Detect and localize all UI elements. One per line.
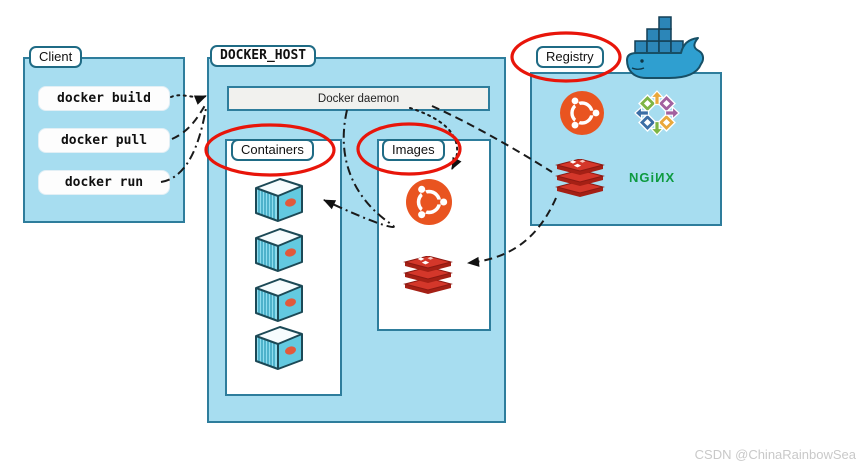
container-icon <box>250 324 306 371</box>
images-label: Images <box>382 139 445 161</box>
redis-icon <box>554 159 606 199</box>
client-label: Client <box>29 46 83 68</box>
docker-host-label: DOCKER_HOST <box>210 45 317 67</box>
ubuntu-icon <box>560 91 604 135</box>
docker-daemon-bar: Docker daemon <box>227 86 490 111</box>
nginx-logo: NGiИX <box>629 170 676 185</box>
container-icon <box>250 276 306 323</box>
watermark: CSDN @ChinaRainbowSea <box>694 447 856 462</box>
container-icon <box>250 226 306 273</box>
images-box <box>377 139 491 331</box>
registry-panel <box>530 72 722 226</box>
registry-label: Registry <box>536 46 604 68</box>
docker-build-command: docker build <box>38 86 170 111</box>
containers-label: Containers <box>231 139 314 161</box>
redis-image-icon <box>402 256 454 296</box>
docker-run-command: docker run <box>38 170 170 195</box>
container-icon <box>250 176 306 223</box>
centos-icon <box>634 90 680 136</box>
ubuntu-image-icon <box>406 179 452 225</box>
docker-pull-command: docker pull <box>38 128 170 153</box>
docker-whale-icon <box>621 16 707 80</box>
